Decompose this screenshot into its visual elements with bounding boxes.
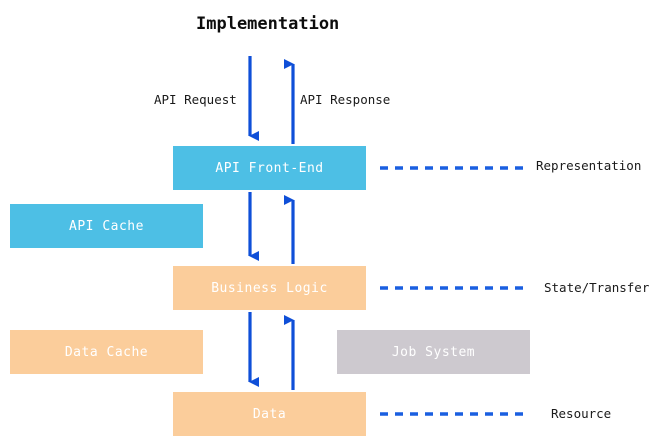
node-business-logic[interactable]: Business Logic (173, 266, 366, 310)
node-api-front-end-label: API Front-End (215, 160, 324, 176)
layer-label-resource: Resource (551, 406, 612, 421)
node-job-system-label: Job System (391, 344, 476, 360)
node-data-cache-label: Data Cache (64, 344, 149, 360)
node-data[interactable]: Data (173, 392, 366, 436)
node-api-cache[interactable]: API Cache (10, 204, 203, 248)
edge-label-api-response: API Response (300, 92, 391, 107)
node-api-front-end[interactable]: API Front-End (173, 146, 366, 190)
layer-label-representation: Representation (536, 158, 642, 173)
node-business-logic-label: Business Logic (211, 280, 328, 296)
diagram-title: Implementation (196, 14, 340, 34)
node-data-cache[interactable]: Data Cache (10, 330, 203, 374)
node-job-system[interactable]: Job System (337, 330, 530, 374)
edge-label-api-request: API Request (154, 92, 237, 107)
layer-label-state-transfer: State/Transfer (544, 280, 650, 295)
node-api-cache-label: API Cache (69, 218, 144, 234)
node-data-label: Data (252, 406, 287, 422)
